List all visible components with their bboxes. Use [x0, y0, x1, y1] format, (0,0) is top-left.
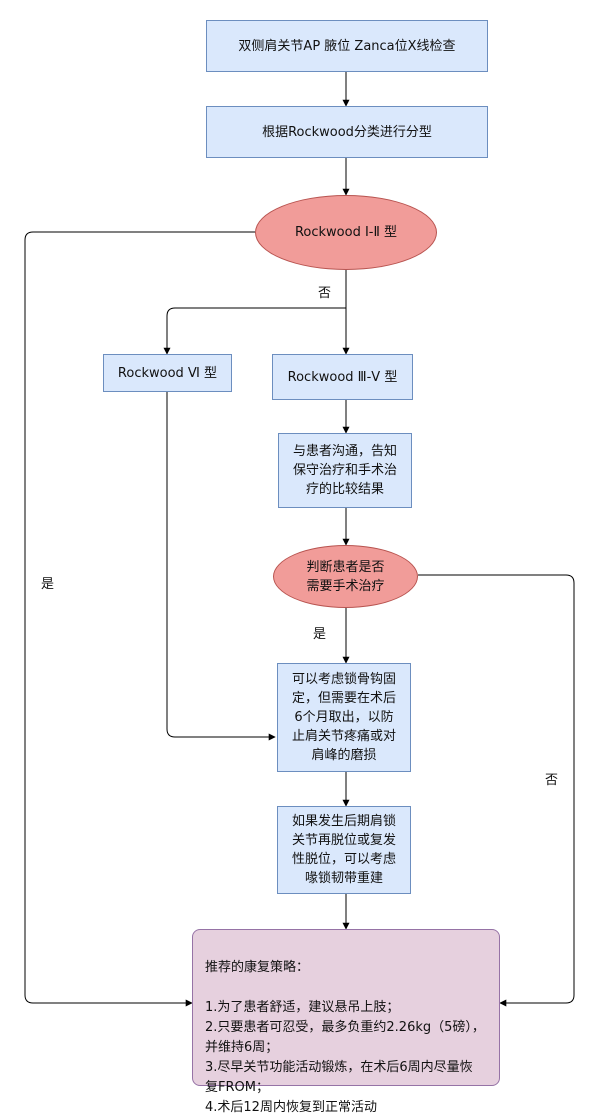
xray-exam-label: 双侧肩关节AP 腋位 Zanca位X线检查 — [238, 38, 456, 54]
rockwood-classify-box: 根据Rockwood分类进行分型 — [206, 106, 488, 158]
rockwood-type-3-5-label: Rockwood Ⅲ-Ⅴ 型 — [287, 369, 398, 385]
surgery-decision-label: 判断患者是否 需要手术治疗 — [306, 559, 385, 594]
xray-exam-box: 双侧肩关节AP 腋位 Zanca位X线检查 — [206, 20, 488, 72]
rockwood-type-1-2-decision: Rockwood Ⅰ-Ⅱ 型 — [255, 195, 437, 270]
communicate-label: 与患者沟通，告知 保守治疗和手术治 疗的比较结果 — [292, 444, 397, 497]
rockwood-classify-label: 根据Rockwood分类进行分型 — [262, 124, 432, 140]
hook-plate-box: 可以考虑锁骨钩固 定，但需要在术后 6个月取出，以防 止肩关节疼痛或对 肩峰的磨… — [277, 663, 411, 772]
hook-plate-label: 可以考虑锁骨钩固 定，但需要在术后 6个月取出，以防 止肩关节疼痛或对 肩峰的磨… — [291, 672, 396, 763]
ligament-reconstruction-box: 如果发生后期肩锁 关节再脱位或复发 性脱位，可以考虑 喙锁韧带重建 — [277, 806, 411, 894]
rockwood-type-6-box: Rockwood Ⅵ 型 — [103, 354, 232, 392]
edge-type12-yes-to-rehab — [24, 231, 255, 1007]
rockwood-type-6-label: Rockwood Ⅵ 型 — [117, 365, 218, 381]
rehab-strategy-box: 推荐的康复策略： 1.为了患者舒适，建议悬吊上肢； 2.只要患者可忍受，最多负重… — [192, 929, 500, 1115]
surgery-decision: 判断患者是否 需要手术治疗 — [273, 545, 418, 608]
communicate-box: 与患者沟通，告知 保守治疗和手术治 疗的比较结果 — [278, 433, 412, 508]
edge-type6-to-hookplate — [166, 392, 276, 741]
rockwood-type-1-2-label: Rockwood Ⅰ-Ⅱ 型 — [294, 225, 398, 240]
edge-label-no-right: 否 — [545, 773, 559, 788]
ligament-reconstruction-label: 如果发生后期肩锁 关节再脱位或复发 性脱位，可以考虑 喙锁韧带重建 — [291, 814, 396, 886]
edge-label-yes-left: 是 — [41, 577, 55, 592]
edge-decision-no-to-rehab — [418, 574, 575, 1007]
edge-label-no-top: 否 — [318, 286, 332, 301]
edge-label-yes-mid: 是 — [313, 627, 327, 642]
edge-branch-to-type6 — [163, 307, 346, 355]
rockwood-type-3-5-box: Rockwood Ⅲ-Ⅴ 型 — [272, 354, 413, 400]
